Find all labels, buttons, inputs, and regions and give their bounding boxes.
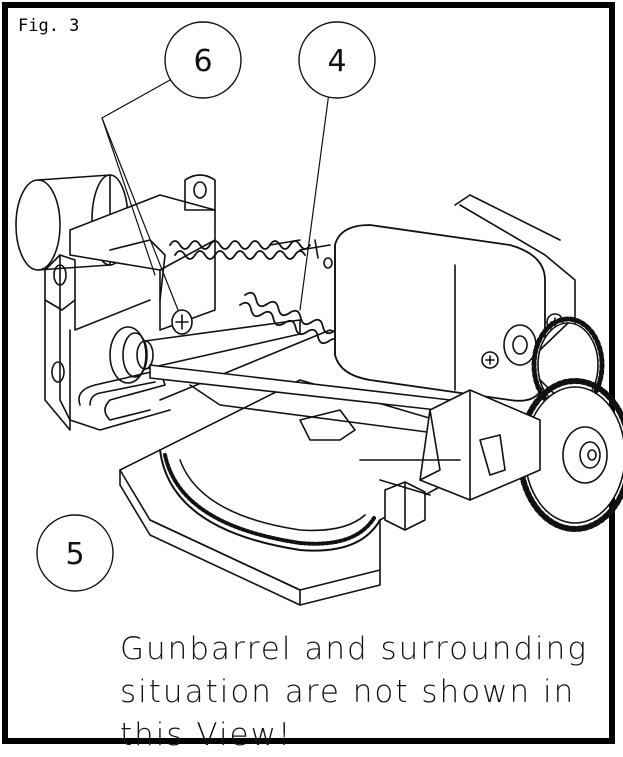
caption-line: situation are not shown in xyxy=(120,674,576,710)
svg-text:6: 6 xyxy=(193,44,212,79)
svg-text:4: 4 xyxy=(327,44,346,79)
upper-block xyxy=(69,174,216,331)
motor xyxy=(269,194,576,402)
leader-lines xyxy=(101,79,331,311)
spring-left xyxy=(169,240,311,260)
callout-6: 6 xyxy=(164,21,242,99)
left-cylinder xyxy=(15,174,129,271)
right-bracket xyxy=(359,389,541,531)
figure-caption: Gunbarrel and surrounding situation are … xyxy=(120,628,588,757)
screw-left xyxy=(171,309,193,335)
svg-text:5: 5 xyxy=(65,537,84,572)
caption-line: Gunbarrel and surrounding xyxy=(120,631,588,667)
caption-line: this View! xyxy=(120,717,293,753)
roller xyxy=(109,319,301,384)
sector-gear xyxy=(159,449,381,552)
hook-lever xyxy=(78,369,166,421)
figure-label: Fig. 3 xyxy=(18,16,80,36)
callout-5: 5 xyxy=(36,514,114,592)
callout-4: 4 xyxy=(298,21,376,99)
